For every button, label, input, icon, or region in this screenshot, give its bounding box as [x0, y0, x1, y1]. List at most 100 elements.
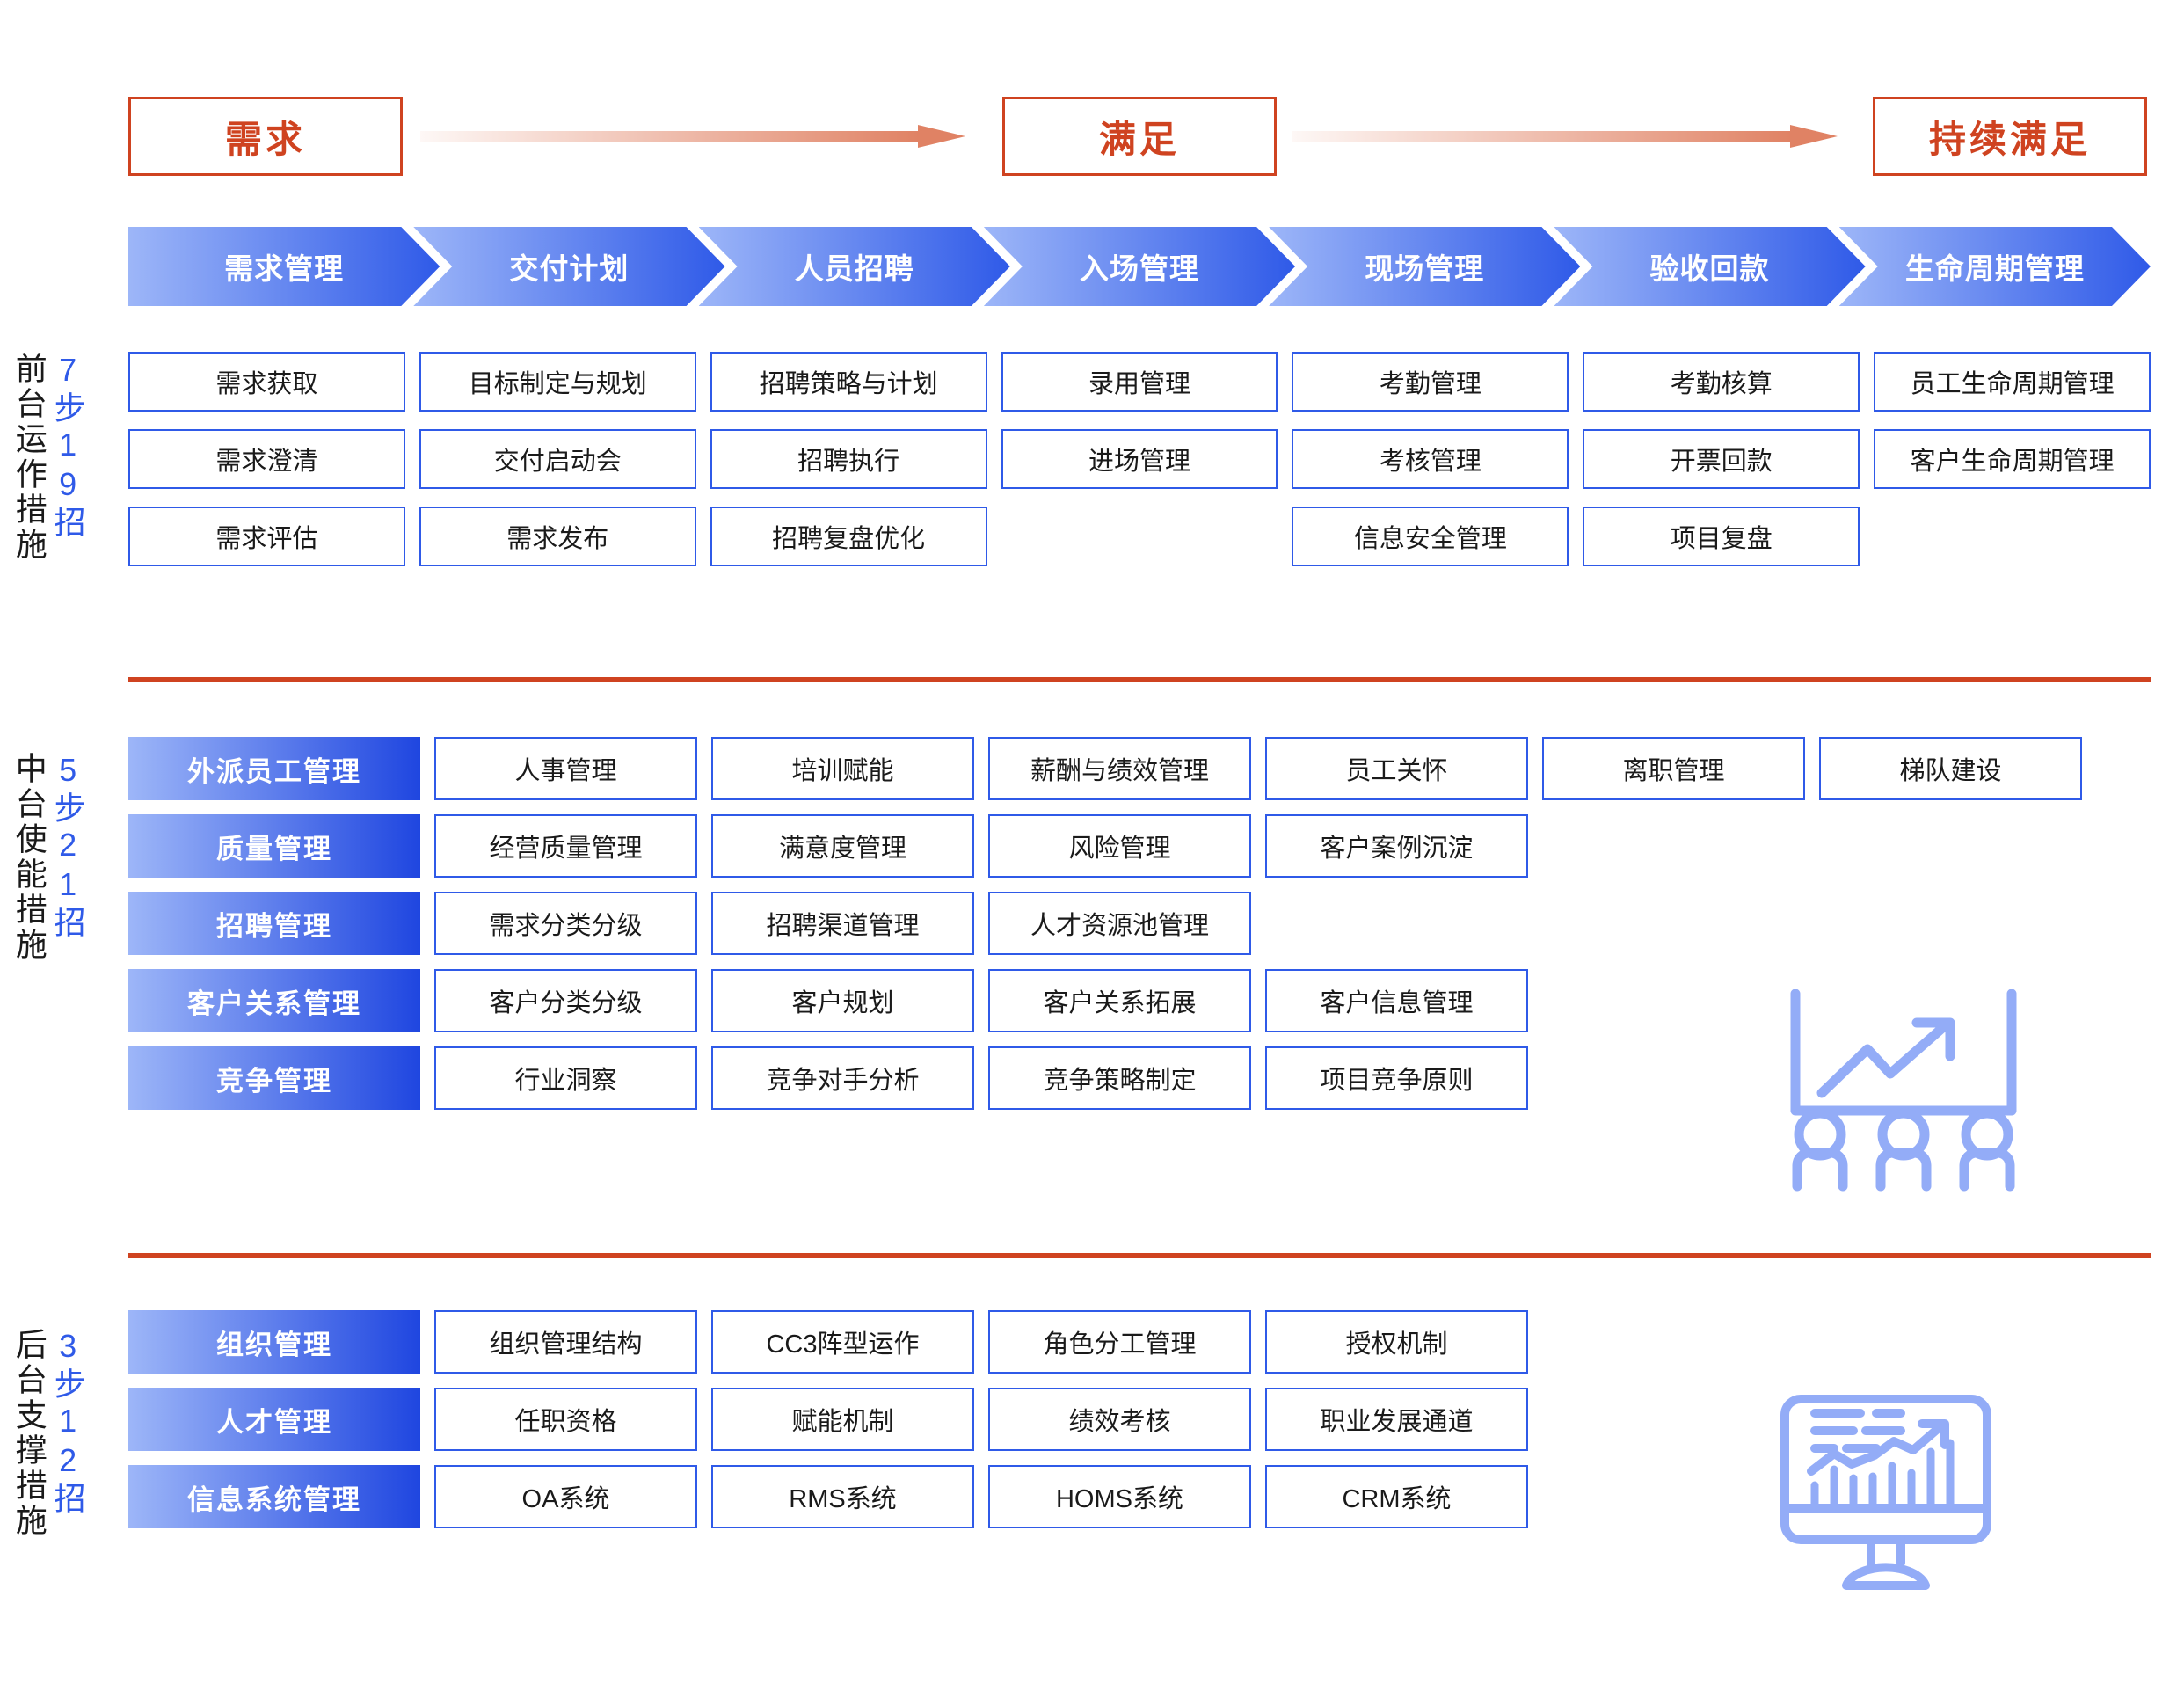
measure-card[interactable]: 考核管理	[1292, 429, 1569, 489]
phase-arrow-2	[1292, 125, 1838, 148]
measure-card[interactable]: 招聘策略与计划	[710, 352, 987, 412]
front-office-measure-grid: 需求获取需求澄清需求评估目标制定与规划交付启动会需求发布招聘策略与计划招聘执行招…	[128, 352, 2151, 566]
measure-card[interactable]: 客户分类分级	[434, 969, 697, 1032]
process-step-3[interactable]: 人员招聘	[699, 227, 1010, 306]
measure-card[interactable]: 培训赋能	[711, 737, 974, 800]
measure-row: 竞争管理行业洞察竞争对手分析竞争策略制定项目竞争原则	[128, 1046, 2151, 1110]
measure-card[interactable]: OA系统	[434, 1465, 697, 1528]
measure-column-7: 员工生命周期管理客户生命周期管理	[1874, 352, 2151, 566]
measure-card[interactable]: 员工生命周期管理	[1874, 352, 2151, 412]
measure-card[interactable]: 满意度管理	[711, 814, 974, 878]
section-count: 7步19招	[49, 352, 86, 541]
section-label-middle-office: 中台使能措施 5步21招	[11, 752, 86, 963]
process-chevron-row: 需求管理交付计划人员招聘入场管理现场管理验收回款生命周期管理	[128, 227, 2151, 306]
measure-card-list: 行业洞察竞争对手分析竞争策略制定项目竞争原则	[434, 1046, 2151, 1110]
measure-card[interactable]: 招聘执行	[710, 429, 987, 489]
measure-card[interactable]: 项目竞争原则	[1265, 1046, 1528, 1110]
measure-row: 招聘管理需求分类分级招聘渠道管理人才资源池管理	[128, 892, 2151, 955]
section-count: 5步21招	[49, 752, 86, 941]
measure-card[interactable]: RMS系统	[711, 1465, 974, 1528]
process-step-6[interactable]: 验收回款	[1554, 227, 1865, 306]
arrow-head	[918, 125, 965, 148]
measure-card[interactable]: 薪酬与绩效管理	[988, 737, 1251, 800]
category-label[interactable]: 竞争管理	[128, 1046, 420, 1110]
section-label-back-office: 后台支撑措施 3步12招	[11, 1328, 86, 1539]
measure-card[interactable]: 任职资格	[434, 1388, 697, 1451]
measure-card[interactable]: 客户信息管理	[1265, 969, 1528, 1032]
measure-card[interactable]: 需求发布	[419, 507, 696, 566]
measure-row: 质量管理经营质量管理满意度管理风险管理客户案例沉淀	[128, 814, 2151, 878]
measure-card[interactable]: 客户案例沉淀	[1265, 814, 1528, 878]
process-step-4[interactable]: 入场管理	[984, 227, 1295, 306]
measure-card[interactable]: 梯队建设	[1819, 737, 2082, 800]
measure-card[interactable]: 竞争对手分析	[711, 1046, 974, 1110]
arrow-shaft	[1292, 131, 1792, 142]
measure-card[interactable]: 组织管理结构	[434, 1310, 697, 1374]
measure-card[interactable]: 赋能机制	[711, 1388, 974, 1451]
measure-card-list: 客户分类分级客户规划客户关系拓展客户信息管理	[434, 969, 2151, 1032]
measure-card[interactable]: 进场管理	[1001, 429, 1278, 489]
measure-card[interactable]: 离职管理	[1542, 737, 1805, 800]
measure-card[interactable]: 员工关怀	[1265, 737, 1528, 800]
measure-card[interactable]: 竞争策略制定	[988, 1046, 1251, 1110]
measure-column-3: 招聘策略与计划招聘执行招聘复盘优化	[710, 352, 987, 566]
measure-card[interactable]: 招聘渠道管理	[711, 892, 974, 955]
category-label[interactable]: 外派员工管理	[128, 737, 420, 800]
category-label[interactable]: 人才管理	[128, 1388, 420, 1451]
arrow-shaft	[420, 131, 920, 142]
process-step-5[interactable]: 现场管理	[1269, 227, 1580, 306]
measure-card[interactable]: 人才资源池管理	[988, 892, 1251, 955]
section-title: 后台支撑措施	[11, 1328, 47, 1539]
measure-card[interactable]: 考勤管理	[1292, 352, 1569, 412]
measure-card[interactable]: 需求评估	[128, 507, 405, 566]
measure-card[interactable]: 经营质量管理	[434, 814, 697, 878]
measure-card-list: 需求分类分级招聘渠道管理人才资源池管理	[434, 892, 2151, 955]
measure-card[interactable]: 信息安全管理	[1292, 507, 1569, 566]
measure-card[interactable]: 项目复盘	[1583, 507, 1860, 566]
process-step-2[interactable]: 交付计划	[413, 227, 724, 306]
middle-office-measure-band: 外派员工管理人事管理培训赋能薪酬与绩效管理员工关怀离职管理梯队建设质量管理经营质…	[128, 737, 2151, 1110]
measure-card[interactable]: CC3阵型运作	[711, 1310, 974, 1374]
measure-card[interactable]: 人事管理	[434, 737, 697, 800]
measure-card[interactable]: 需求澄清	[128, 429, 405, 489]
category-label[interactable]: 组织管理	[128, 1310, 420, 1374]
measure-card[interactable]: 绩效考核	[988, 1388, 1251, 1451]
process-step-7[interactable]: 生命周期管理	[1839, 227, 2151, 306]
measure-card[interactable]: 录用管理	[1001, 352, 1278, 412]
section-count: 3步12招	[49, 1328, 86, 1517]
section-title: 中台使能措施	[11, 752, 47, 963]
section-title: 前台运作措施	[11, 352, 47, 563]
measure-card-list: 任职资格赋能机制绩效考核职业发展通道	[434, 1388, 2151, 1451]
measure-card[interactable]: CRM系统	[1265, 1465, 1528, 1528]
phase-box-need: 需求	[128, 97, 403, 176]
measure-card[interactable]: 授权机制	[1265, 1310, 1528, 1374]
process-step-1[interactable]: 需求管理	[128, 227, 440, 306]
measure-column-1: 需求获取需求澄清需求评估	[128, 352, 405, 566]
measure-card[interactable]: HOMS系统	[988, 1465, 1251, 1528]
measure-card[interactable]: 职业发展通道	[1265, 1388, 1528, 1451]
measure-card[interactable]: 开票回款	[1583, 429, 1860, 489]
measure-card[interactable]: 行业洞察	[434, 1046, 697, 1110]
measure-card[interactable]: 需求分类分级	[434, 892, 697, 955]
section-label-front-office: 前台运作措施 7步19招	[11, 352, 86, 563]
measure-card[interactable]: 交付启动会	[419, 429, 696, 489]
monitor-bar-chart-icon	[1776, 1394, 1996, 1600]
measure-card[interactable]: 招聘复盘优化	[710, 507, 987, 566]
measure-card[interactable]: 需求获取	[128, 352, 405, 412]
measure-card[interactable]: 考勤核算	[1583, 352, 1860, 412]
measure-card[interactable]: 客户规划	[711, 969, 974, 1032]
category-label[interactable]: 招聘管理	[128, 892, 420, 955]
measure-card[interactable]: 目标制定与规划	[419, 352, 696, 412]
category-label[interactable]: 质量管理	[128, 814, 420, 878]
measure-card[interactable]: 风险管理	[988, 814, 1251, 878]
measure-row: 客户关系管理客户分类分级客户规划客户关系拓展客户信息管理	[128, 969, 2151, 1032]
category-label[interactable]: 信息系统管理	[128, 1465, 420, 1528]
measure-card[interactable]: 角色分工管理	[988, 1310, 1251, 1374]
category-label[interactable]: 客户关系管理	[128, 969, 420, 1032]
phase-box-satisfy: 满足	[1002, 97, 1277, 176]
measure-card[interactable]: 客户关系拓展	[988, 969, 1251, 1032]
measure-card[interactable]: 客户生命周期管理	[1874, 429, 2151, 489]
